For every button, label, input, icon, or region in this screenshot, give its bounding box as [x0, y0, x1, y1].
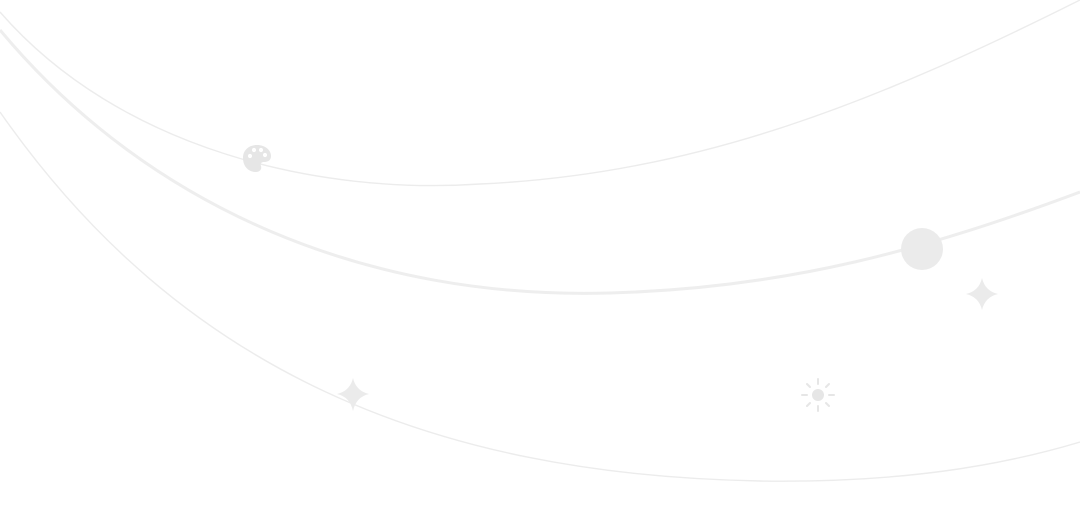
orbit-line-top — [0, 0, 1080, 187]
palette-icon — [243, 145, 271, 172]
sparkle-icon — [337, 378, 369, 411]
circle-dot-icon — [901, 228, 943, 270]
orbit-line-bottom — [0, 111, 1080, 482]
sparkle-icon — [966, 278, 998, 310]
sun-icon — [801, 378, 835, 412]
